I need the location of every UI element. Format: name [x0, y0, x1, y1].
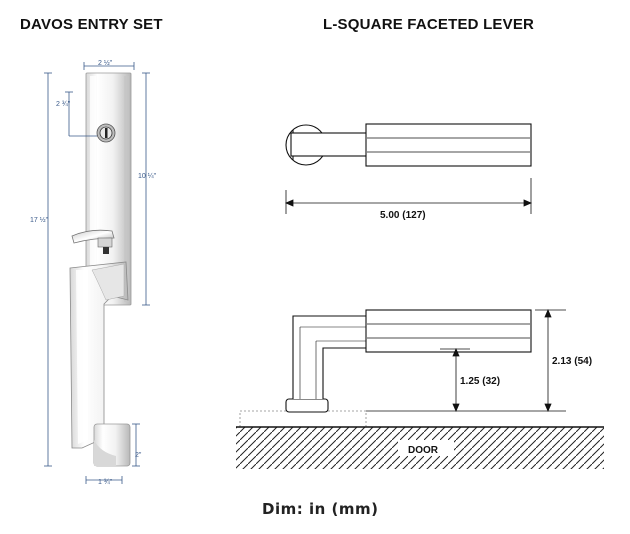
lever-height-dimensions	[366, 308, 566, 413]
cylinder-keyhole	[96, 123, 116, 143]
door-surface	[236, 426, 604, 469]
grip-base-height-label: 2"	[135, 452, 142, 459]
handle-grip	[69, 261, 129, 449]
plate-width-label: 2 ½"	[98, 59, 113, 67]
left-title: DAVOS ENTRY SET	[20, 16, 163, 33]
thumb-piece	[71, 229, 115, 254]
cylinder-offset-label: 2 ¾"	[56, 101, 71, 108]
height-to-center-label: 1.25 (32)	[460, 376, 500, 387]
plate-height-label: 10 ¼"	[138, 173, 157, 180]
lever-length-dimension	[284, 178, 533, 214]
lever-side-view	[239, 309, 532, 428]
lever-length-label: 5.00 (127)	[380, 210, 426, 221]
overall-height-label: 17 ½"	[30, 216, 49, 224]
door-label: DOOR	[408, 445, 439, 456]
entry-set-dimensions	[44, 62, 150, 484]
lever-top-view	[285, 123, 532, 167]
units-note: Dim: in (mm)	[262, 500, 379, 518]
right-title: L-SQUARE FACETED LEVER	[323, 16, 535, 33]
height-to-top-label: 2.13 (54)	[552, 356, 592, 367]
grip-width-label: 1 ¾"	[98, 479, 113, 486]
entry-set-drawing	[69, 72, 132, 467]
